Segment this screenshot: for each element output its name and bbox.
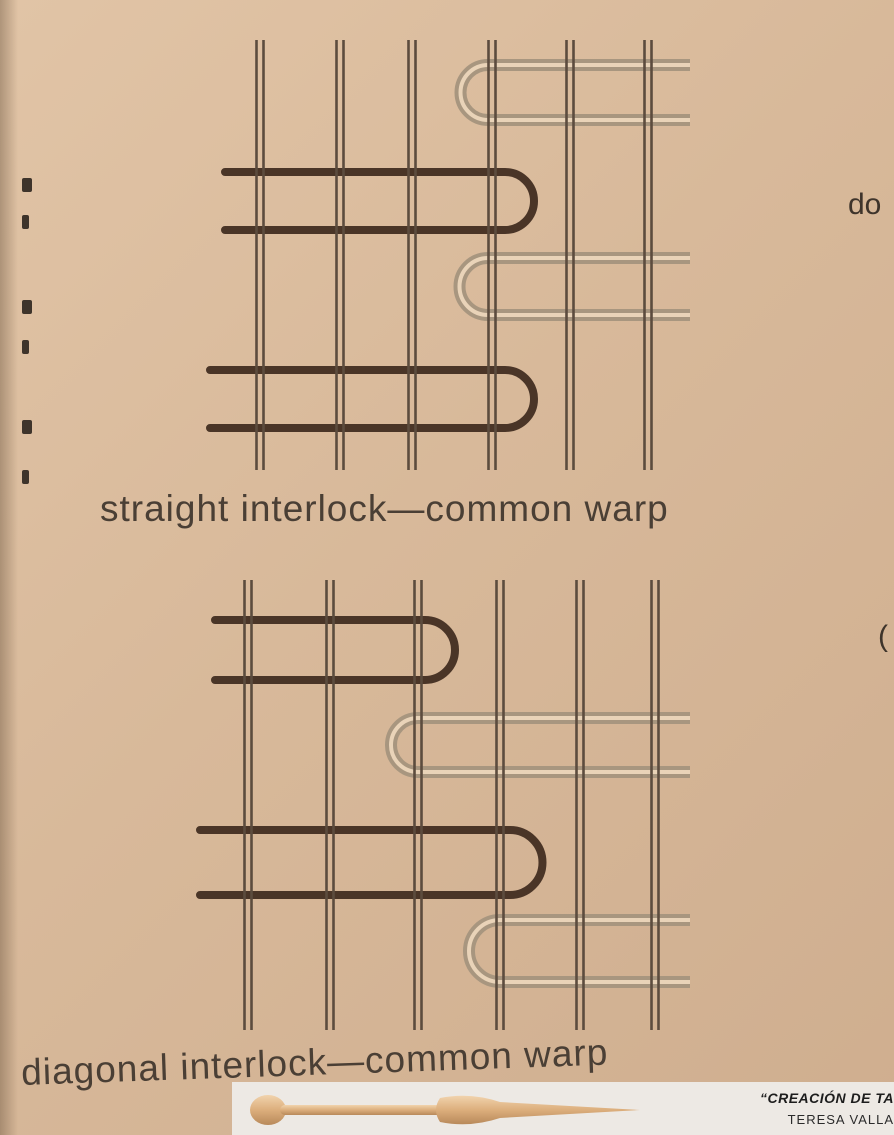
- cropped-side-text: do: [848, 188, 881, 222]
- light-weft-loop: [391, 718, 690, 772]
- light-weft-loop-core: [391, 718, 690, 772]
- straight-interlock-diagram: [210, 40, 690, 470]
- cropped-side-paren: (: [878, 620, 888, 654]
- light-weft-loop-core: [469, 920, 690, 982]
- straight-interlock-caption: straight interlock—common warp: [100, 488, 669, 530]
- banner-author: TERESA VALLA: [788, 1112, 894, 1127]
- dark-weft-loop: [210, 370, 534, 428]
- wooden-bobbin-icon: [240, 1088, 640, 1132]
- light-weft-loop: [469, 920, 690, 982]
- banner-title: “CREACIÓN DE TA: [760, 1090, 894, 1106]
- diagonal-interlock-diagram: [200, 580, 690, 1030]
